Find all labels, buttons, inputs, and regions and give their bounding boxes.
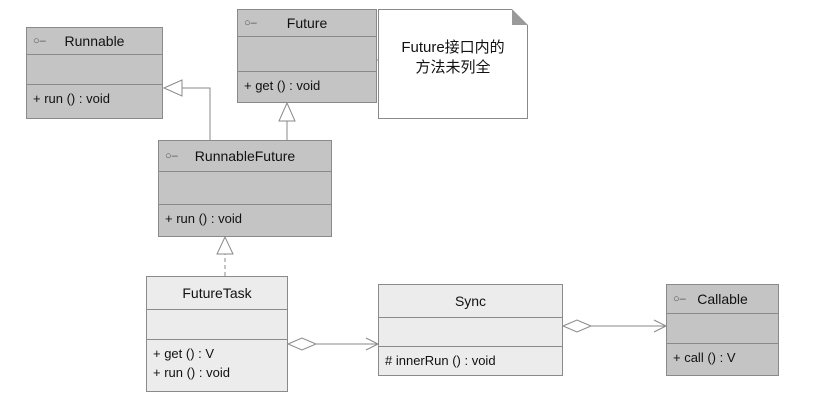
operation: + run () : void [165,211,242,226]
class-futuretask[interactable]: FutureTask + get () : V + run () : void [146,276,288,392]
class-runnable[interactable]: ○– Runnable + run () : void [26,27,163,119]
operations-compartment: + call () : V [667,344,778,367]
attributes-compartment [159,172,331,205]
note-fold-corner [512,9,528,25]
operations-compartment: + get () : V + run () : void [147,340,287,382]
operation: + get () : V [153,346,215,361]
note[interactable]: Future接口内的 方法未列全 [378,9,528,119]
class-runnablefuture-title: ○– RunnableFuture [159,141,331,172]
operation: + run () : void [33,91,110,106]
operations-compartment: # innerRun () : void [379,347,562,370]
interface-icon: ○– [33,35,46,47]
attributes-compartment [27,55,162,85]
triangle-future [278,101,296,122]
interface-icon: ○– [673,293,686,305]
class-sync[interactable]: Sync # innerRun () : void [378,284,563,376]
attributes-compartment [379,318,562,347]
operation: + call () : V [673,350,736,365]
operation: + get () : void [244,78,321,93]
class-callable[interactable]: ○– Callable + call () : V [666,284,779,376]
class-futuretask-title: FutureTask [147,277,287,310]
class-name: Callable [697,291,748,307]
note-line-1: Future接口内的 [401,39,505,56]
class-name: Runnable [64,33,125,49]
attributes-compartment [147,310,287,340]
triangle-runnable [162,79,183,97]
note-line-2: 方法未列全 [415,59,491,76]
operations-compartment: + run () : void [159,205,331,228]
triangle-runnablefuture [216,235,234,255]
class-future-title: ○– Future [238,10,376,37]
operation: + run () : void [153,365,230,380]
class-callable-title: ○– Callable [667,285,778,314]
realization-runnablefuture-runnable [182,87,211,140]
class-runnable-title: ○– Runnable [27,28,162,55]
operations-compartment: + get () : void [238,72,376,95]
interface-icon: ○– [165,150,178,162]
interface-icon: ○– [244,17,257,29]
class-name: Future [286,15,328,31]
class-name: RunnableFuture [194,148,296,164]
attributes-compartment [238,37,376,72]
class-runnablefuture[interactable]: ○– RunnableFuture + run () : void [158,140,332,237]
operation: # innerRun () : void [385,353,496,368]
class-future[interactable]: ○– Future + get () : void [237,9,377,103]
diamond-sync [561,319,593,333]
operations-compartment: + run () : void [27,85,162,108]
class-name: Sync [454,293,487,309]
attributes-compartment [667,314,778,344]
class-name: FutureTask [182,285,252,301]
class-sync-title: Sync [379,285,562,318]
diamond-futuretask [286,337,318,351]
